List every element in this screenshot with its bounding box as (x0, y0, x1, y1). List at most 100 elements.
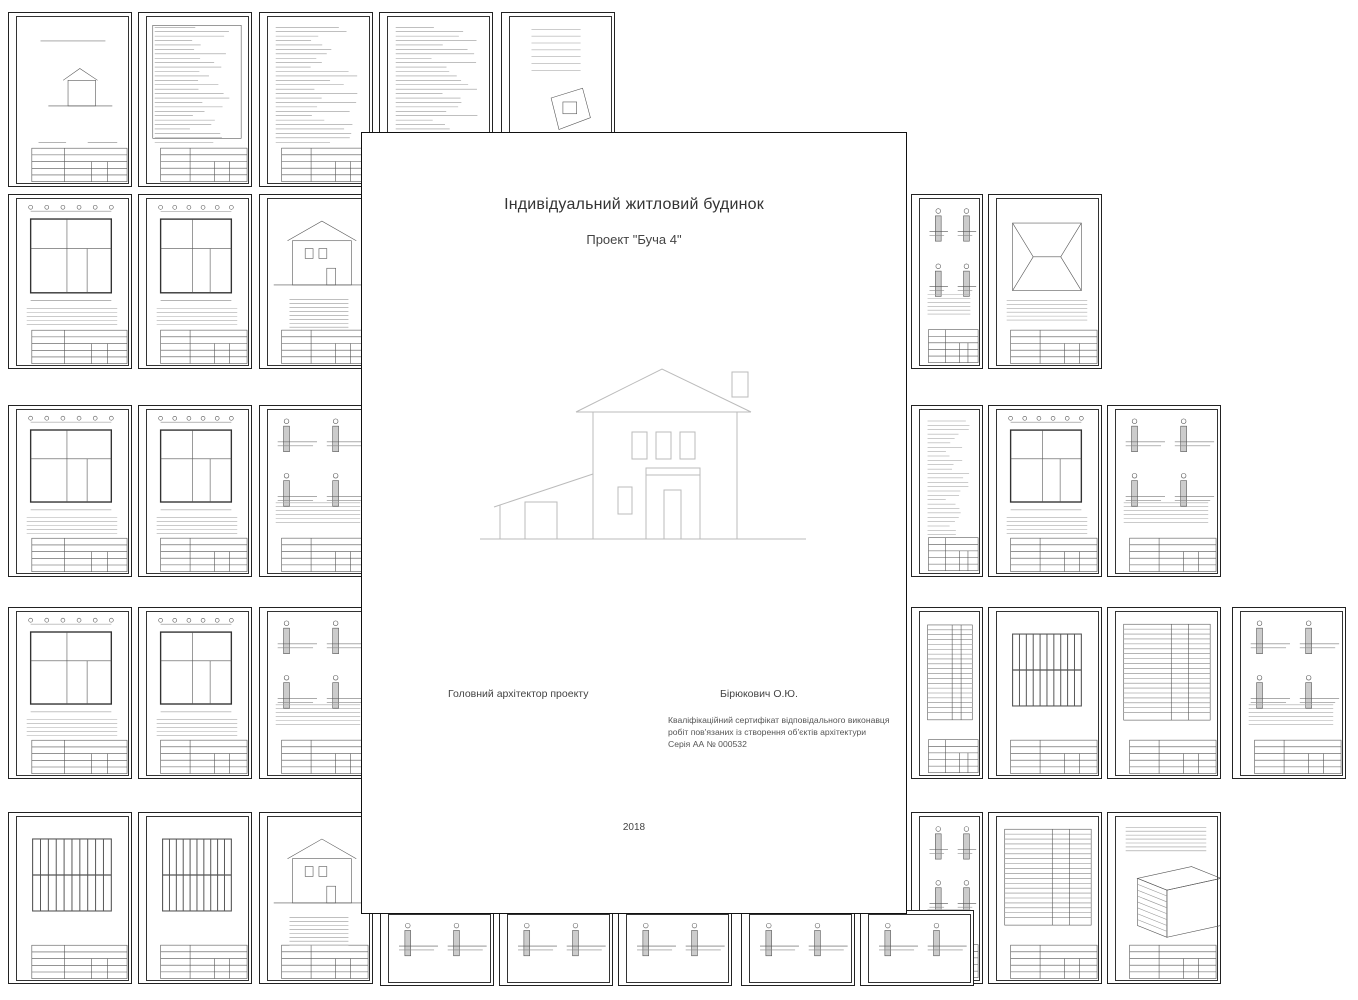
sheet-frame (146, 16, 249, 184)
sheet-frame (996, 198, 1099, 366)
sheet-thumbnail[interactable] (618, 910, 732, 986)
sheet-frame (749, 914, 852, 983)
sheet-frame (1115, 816, 1218, 981)
sheet-content (156, 618, 248, 774)
sheet-content (1123, 418, 1217, 572)
sheet-content (273, 838, 369, 979)
sheet-content (1006, 222, 1098, 364)
sheet-frame (146, 198, 249, 366)
sheet-thumbnail[interactable] (259, 12, 373, 187)
sheet-frame (919, 409, 980, 574)
sheet-thumbnail[interactable] (988, 812, 1102, 984)
sheet-content (31, 838, 128, 979)
project-subtitle: Проект "Буча 4" (586, 232, 682, 247)
sheet-thumbnail[interactable] (860, 910, 974, 986)
architect-name: Бірюкович О.Ю. (720, 688, 798, 700)
sheet-content (760, 922, 848, 957)
sheet-frame (16, 816, 129, 981)
sheet-thumbnail[interactable] (1107, 812, 1221, 984)
sheet-thumbnail[interactable] (1232, 607, 1346, 779)
sheet-thumbnail[interactable] (988, 607, 1102, 779)
sheet-thumbnail[interactable] (741, 910, 855, 986)
sheet-frame (996, 816, 1099, 981)
sheet-thumbnail[interactable] (380, 910, 494, 986)
sheet-frame (388, 914, 491, 983)
sheet-thumbnail[interactable] (8, 812, 132, 984)
sheet-content (160, 838, 248, 979)
project-year: 2018 (622, 822, 646, 833)
certificate-line: Серія АА № 000532 (668, 739, 747, 749)
sheet-thumbnail[interactable] (138, 812, 252, 984)
sheet-thumbnail[interactable] (8, 405, 132, 577)
sheet-frame (1115, 409, 1218, 574)
sheet-thumbnail[interactable] (8, 12, 132, 187)
certificate-block: Кваліфікаційний сертифікат відповідально… (668, 714, 890, 750)
sheet-frame (16, 16, 129, 184)
sheet-content (927, 208, 979, 363)
sheet-frame (996, 611, 1099, 776)
sheet-frame (996, 409, 1099, 574)
sheet-thumbnail[interactable] (911, 607, 983, 779)
sheet-content (518, 922, 606, 957)
sheet-frame (267, 16, 370, 184)
sheet-content (156, 416, 248, 572)
sheet-content (1123, 623, 1217, 774)
sheet-content (1125, 826, 1220, 979)
certificate-line: робіт пов'язаних із створення об'єктів а… (668, 727, 867, 737)
sheet-thumbnail[interactable] (1107, 607, 1221, 779)
sheet-content (275, 418, 369, 572)
sheet-thumbnail[interactable] (8, 194, 132, 369)
sheet-thumbnail[interactable] (8, 607, 132, 779)
sheet-frame (16, 198, 129, 366)
sheet-thumbnail[interactable] (138, 194, 252, 369)
sheet-content (156, 205, 248, 364)
sheet-content (275, 620, 369, 774)
architect-label: Головний архітектор проекту (448, 688, 589, 700)
sheet-content (275, 26, 369, 182)
sheet-content (1004, 828, 1098, 979)
sheet-content (26, 204, 128, 364)
sheet-content (927, 624, 979, 774)
sheet-content (1006, 416, 1098, 572)
sheet-frame (919, 611, 980, 776)
sheet-thumbnail[interactable] (911, 194, 983, 369)
sheet-thumbnail[interactable] (988, 194, 1102, 369)
sheet-content (399, 922, 487, 957)
sheet-thumbnail[interactable] (138, 12, 252, 187)
project-title: Індивідуальний житловий будинок (504, 196, 764, 213)
sheet-content (1248, 620, 1342, 774)
sheet-thumbnail[interactable] (499, 910, 613, 986)
sheet-content (927, 420, 979, 572)
sheet-frame (626, 914, 729, 983)
sheet-frame (146, 816, 249, 981)
sheet-content (26, 415, 128, 572)
sheet-frame (1115, 611, 1218, 776)
sheet-frame (1240, 611, 1343, 776)
sheet-thumbnail[interactable] (911, 405, 983, 577)
sheet-thumbnail[interactable] (138, 607, 252, 779)
sheet-thumbnail[interactable] (259, 607, 373, 779)
sheet-thumbnail[interactable] (259, 405, 373, 577)
sheet-frame (16, 409, 129, 574)
sheet-content (152, 25, 248, 182)
sheet-thumbnail[interactable] (138, 405, 252, 577)
sheet-content (26, 617, 128, 774)
sheet-thumbnail[interactable] (988, 405, 1102, 577)
sheet-thumbnail[interactable] (259, 194, 373, 369)
certificate-line: Кваліфікаційний сертифікат відповідально… (668, 715, 890, 725)
sheet-frame (507, 914, 610, 983)
sheet-frame (146, 611, 249, 776)
sheet-content (31, 40, 128, 182)
sheet-thumbnail[interactable] (1107, 405, 1221, 577)
sheet-frame (868, 914, 971, 983)
sheet-frame (16, 611, 129, 776)
sheet-thumbnail[interactable] (259, 812, 373, 984)
cover-sheet[interactable]: Індивідуальний житловий будинок Проект "… (361, 132, 907, 914)
sheet-frame (919, 198, 980, 366)
house-elevation-drawing (480, 368, 806, 540)
sheet-content (273, 220, 369, 364)
sheet-content (1010, 633, 1098, 774)
sheet-content (879, 922, 967, 957)
sheet-frame (146, 409, 249, 574)
